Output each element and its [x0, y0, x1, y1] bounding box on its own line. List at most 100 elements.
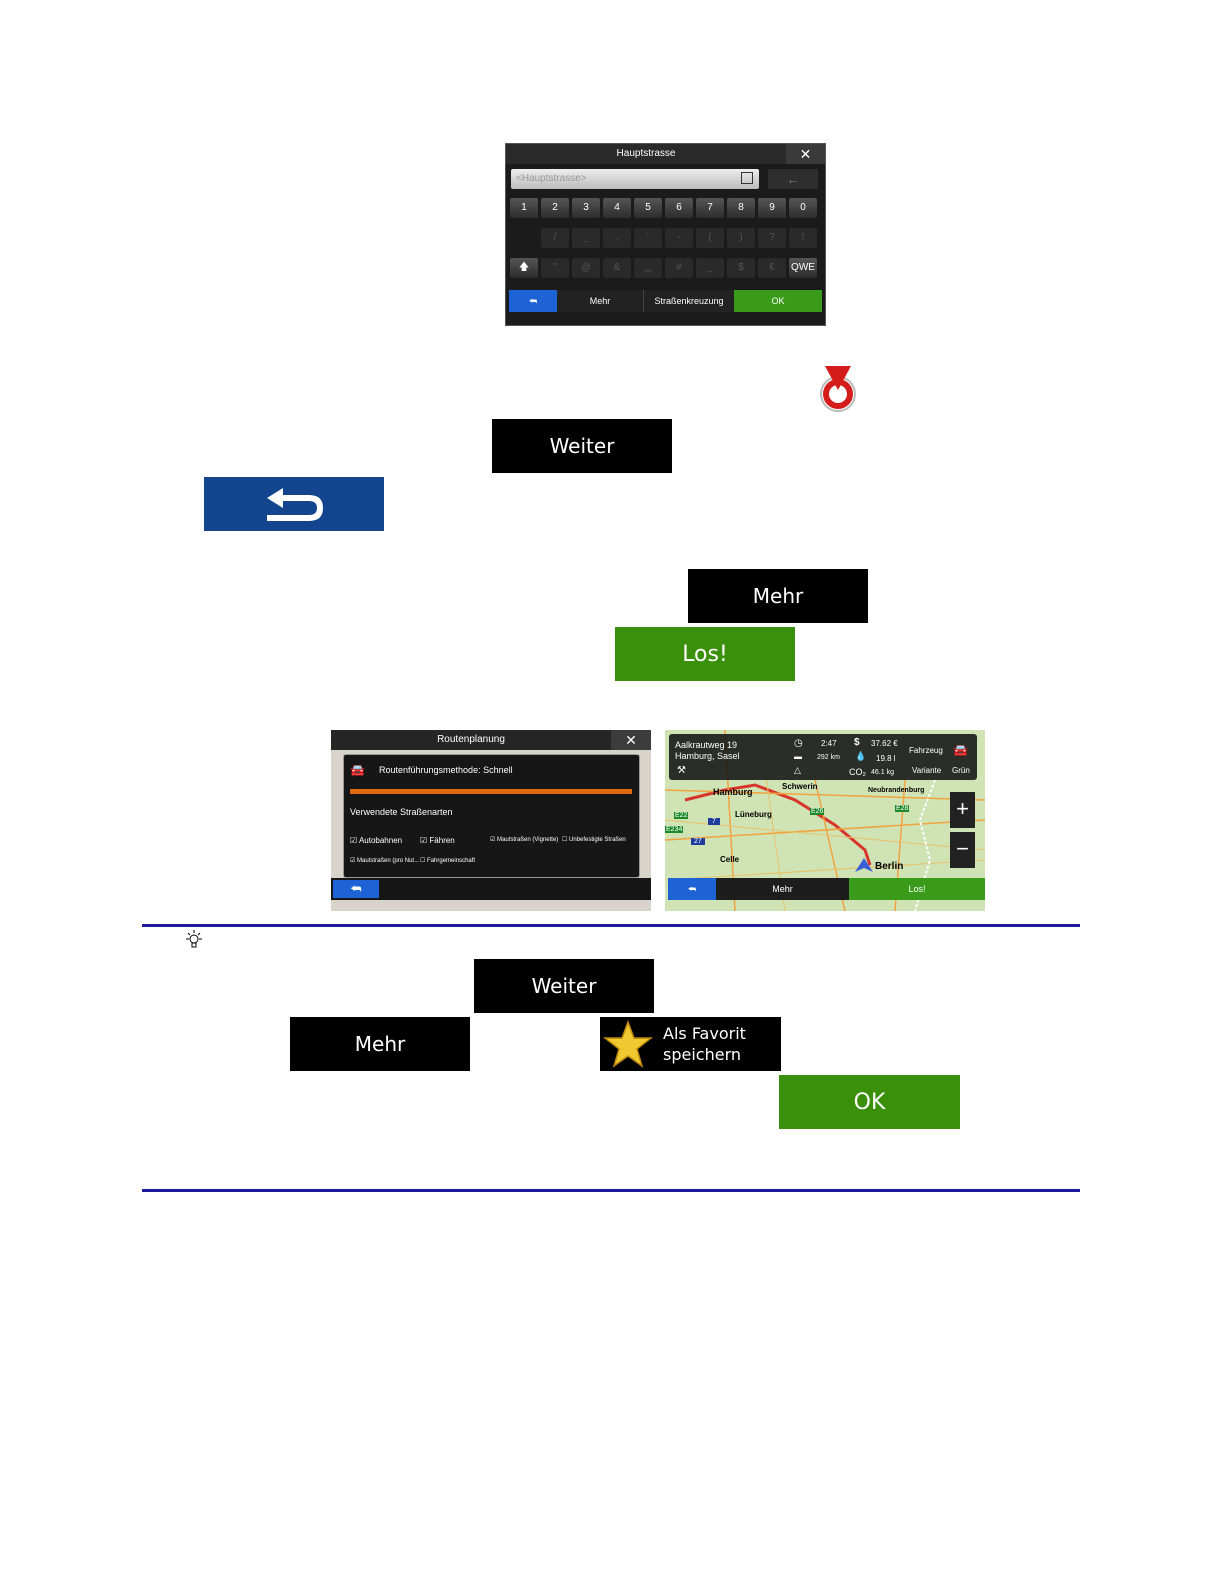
variant-label[interactable]: Variante — [912, 766, 942, 775]
route-cost: 37.62 € — [871, 739, 898, 748]
opt-maut-nutzung[interactable]: ☑ Mautstraßen (pro Nut... — [350, 858, 420, 864]
key-7[interactable]: 7 — [696, 198, 724, 218]
key-dot[interactable]: . — [603, 228, 631, 248]
opt-fahrgemeinschaft-label: Fahrgemeinschaft — [427, 858, 476, 864]
map-go-button[interactable]: Los! — [849, 878, 985, 900]
key-euro[interactable]: € — [758, 258, 786, 278]
key-at[interactable]: @ — [572, 258, 600, 278]
key-apostrophe[interactable]: ' — [634, 228, 662, 248]
key-0[interactable]: 0 — [789, 198, 817, 218]
mehr-button-tip[interactable]: Mehr — [290, 1017, 470, 1071]
star-icon — [603, 1019, 653, 1068]
checkbox-icon — [741, 172, 753, 184]
key-6[interactable]: 6 — [665, 198, 693, 218]
key-underscore[interactable]: _ — [572, 228, 600, 248]
shift-icon[interactable]: 🡅 — [510, 258, 538, 278]
digit-row: 1 2 3 4 5 6 7 8 9 0 — [510, 198, 817, 218]
key-question[interactable]: ? — [758, 228, 786, 248]
key-paren-open[interactable]: ( — [696, 228, 724, 248]
key-8[interactable]: 8 — [727, 198, 755, 218]
save-favorite-label: Als Favorit speichern — [663, 1024, 746, 1064]
more-button[interactable]: Mehr — [557, 290, 643, 312]
destination-pin-icon — [820, 366, 856, 412]
qwe-button[interactable]: QWE — [789, 258, 817, 278]
close-icon[interactable]: ✕ — [611, 730, 651, 750]
route-panel: 🚘 Routenführungsmethode: Schnell Verwend… — [343, 754, 640, 878]
map-more-button[interactable]: Mehr — [716, 878, 849, 900]
road-e28: E28 — [895, 805, 910, 812]
key-9[interactable]: 9 — [758, 198, 786, 218]
zoom-out-button[interactable]: − — [950, 832, 975, 868]
symbol-row-2: 🡅 " @ & ␣ # _ $ € QWE — [510, 258, 817, 278]
ok-button[interactable]: OK — [734, 290, 822, 312]
weiter-button[interactable]: Weiter — [492, 419, 672, 473]
opt-maut-vignette[interactable]: ☑ Mautstraßen (Vignette) — [490, 837, 559, 843]
opt-faehren[interactable]: ☑ Fähren — [420, 836, 455, 845]
method-bar — [350, 789, 632, 794]
back-arrow-icon — [267, 488, 323, 521]
key-underscore-2[interactable]: _ — [696, 258, 724, 278]
key-3[interactable]: 3 — [572, 198, 600, 218]
key-slash[interactable]: / — [541, 228, 569, 248]
ok-button-tip[interactable]: OK — [779, 1075, 960, 1129]
city-hamburg: Hamburg — [713, 787, 753, 797]
key-ampersand[interactable]: & — [603, 258, 631, 278]
key-2[interactable]: 2 — [541, 198, 569, 218]
keyboard-bottom-bar: ⮪ Mehr Straßenkreuzung OK — [506, 290, 825, 312]
key-hash[interactable]: # — [665, 258, 693, 278]
position-arrow-icon — [855, 858, 873, 872]
street-input-placeholder: <Hauptstrasse> — [516, 173, 587, 184]
key-dash[interactable]: - — [665, 228, 693, 248]
city-berlin: Berlin — [875, 861, 904, 872]
fuel-icon: 💧 — [855, 751, 867, 761]
road-e234: E234 — [665, 826, 684, 833]
vehicle-car-icon[interactable]: 🚘 — [953, 743, 968, 757]
intersection-button[interactable]: Straßenkreuzung — [643, 290, 734, 312]
weiter-button-tip[interactable]: Weiter — [474, 959, 654, 1013]
map-screenshot: Aalkrautweg 19 Hamburg, Sasel ⚒ ◷ 2:47 ▬… — [665, 730, 985, 911]
variant-value[interactable]: Grün — [952, 766, 970, 775]
key-4[interactable]: 4 — [603, 198, 631, 218]
key-paren-close[interactable]: ) — [727, 228, 755, 248]
lightbulb-icon — [186, 930, 202, 948]
backspace-icon[interactable]: ← — [768, 169, 818, 189]
opt-autobahnen[interactable]: ☑ Autobahnen — [350, 836, 403, 845]
street-input[interactable]: <Hauptstrasse> — [511, 169, 759, 189]
back-icon[interactable]: ⮪ — [668, 878, 716, 900]
distance-icon: ▬ — [794, 752, 802, 761]
mehr-button[interactable]: Mehr — [688, 569, 868, 623]
route-type-icon: ⚒ — [677, 765, 686, 776]
key-space[interactable]: ␣ — [634, 258, 662, 278]
keyboard-screenshot: Hauptstrasse ✕ <Hauptstrasse> ← 1 2 3 4 … — [505, 143, 826, 326]
key-1[interactable]: 1 — [510, 198, 538, 218]
car-icon: 🚘 — [350, 763, 365, 777]
address-line2: Hamburg, Sasel — [675, 751, 740, 761]
opt-faehren-label: Fähren — [429, 836, 455, 845]
tip-bottom-rule — [142, 1189, 1080, 1192]
back-icon[interactable]: ⮪ — [509, 290, 557, 312]
road-e26: E26 — [810, 808, 825, 815]
key-quote[interactable]: " — [541, 258, 569, 278]
vehicle-label[interactable]: Fahrzeug — [909, 746, 943, 755]
zoom-in-button[interactable]: + — [950, 792, 975, 828]
key-exclamation[interactable]: ! — [789, 228, 817, 248]
symbol-row: / _ . ' - ( ) ? ! — [541, 228, 817, 248]
back-icon[interactable]: ⮪ — [333, 880, 379, 898]
city-schwerin: Schwerin — [782, 782, 818, 791]
key-5[interactable]: 5 — [634, 198, 662, 218]
city-lueneburg: Lüneburg — [735, 810, 772, 819]
road-e22: E22 — [674, 812, 689, 819]
route-method[interactable]: Routenführungsmethode: Schnell — [379, 765, 513, 775]
opt-fahrgemeinschaft[interactable]: ☐ Fahrgemeinschaft — [420, 858, 476, 864]
save-favorite-button[interactable]: Als Favorit speichern — [600, 1017, 781, 1071]
opt-unbefestigt[interactable]: ☐ Unbefestigte Straßen — [562, 837, 626, 843]
los-button[interactable]: Los! — [615, 627, 795, 681]
key-dollar[interactable]: $ — [727, 258, 755, 278]
close-icon[interactable]: ✕ — [786, 144, 825, 164]
back-button[interactable] — [204, 477, 384, 531]
map-bottom-bar: ⮪ Mehr Los! — [665, 878, 985, 900]
clock-icon: ◷ — [794, 738, 803, 749]
road-7: 7 — [708, 818, 720, 825]
route-co2: 46.1 kg — [871, 769, 894, 776]
warning-icon: △ — [794, 765, 801, 775]
